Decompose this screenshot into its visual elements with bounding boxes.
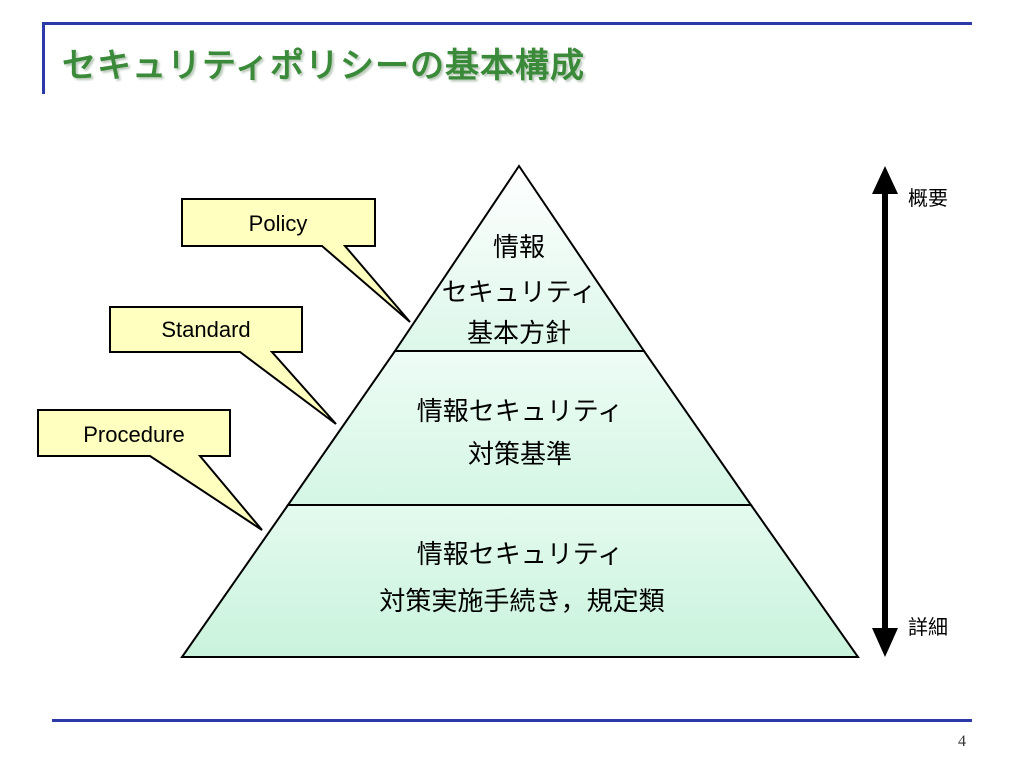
layer-middle-line-2: 対策基準 [468, 440, 572, 470]
page-number: 4 [958, 733, 966, 750]
axis-label-overview: 概要 [908, 186, 948, 210]
title-left-rule [42, 24, 45, 94]
callout-policy-shape [181, 198, 411, 323]
layer-top-line-3: 基本方針 [467, 319, 571, 349]
layer-bottom-line-2: 対策実施手続き，規定類 [379, 587, 664, 617]
axis-label-detail: 詳細 [908, 615, 948, 639]
arrow-head-up [872, 166, 898, 194]
footer-rule [52, 719, 972, 722]
callout-standard-label: Standard [161, 317, 250, 342]
slide-title: セキュリティポリシーの基本構成 [62, 46, 585, 86]
callout-procedure-label: Procedure [83, 422, 185, 447]
title-top-rule [42, 22, 972, 25]
arrow-shaft [882, 190, 888, 630]
callout-procedure-shape [37, 409, 263, 531]
layer-bottom-line-1: 情報セキュリティ [417, 540, 623, 570]
callout-standard: Standard [109, 306, 337, 425]
layer-top-line-1: 情報 [493, 233, 545, 263]
layer-top-line-2: セキュリティ [442, 278, 596, 308]
callout-procedure: Procedure [37, 409, 263, 531]
layer-middle-line-1: 情報セキュリティ [417, 397, 623, 427]
arrow-head-down [872, 628, 898, 657]
detail-level-arrow [872, 166, 898, 657]
callout-policy: Policy [181, 198, 411, 323]
pyramid-layer-bottom [180, 504, 860, 658]
pyramid-layer-middle [286, 350, 753, 506]
callout-standard-shape [109, 306, 337, 425]
callout-policy-label: Policy [249, 211, 308, 236]
